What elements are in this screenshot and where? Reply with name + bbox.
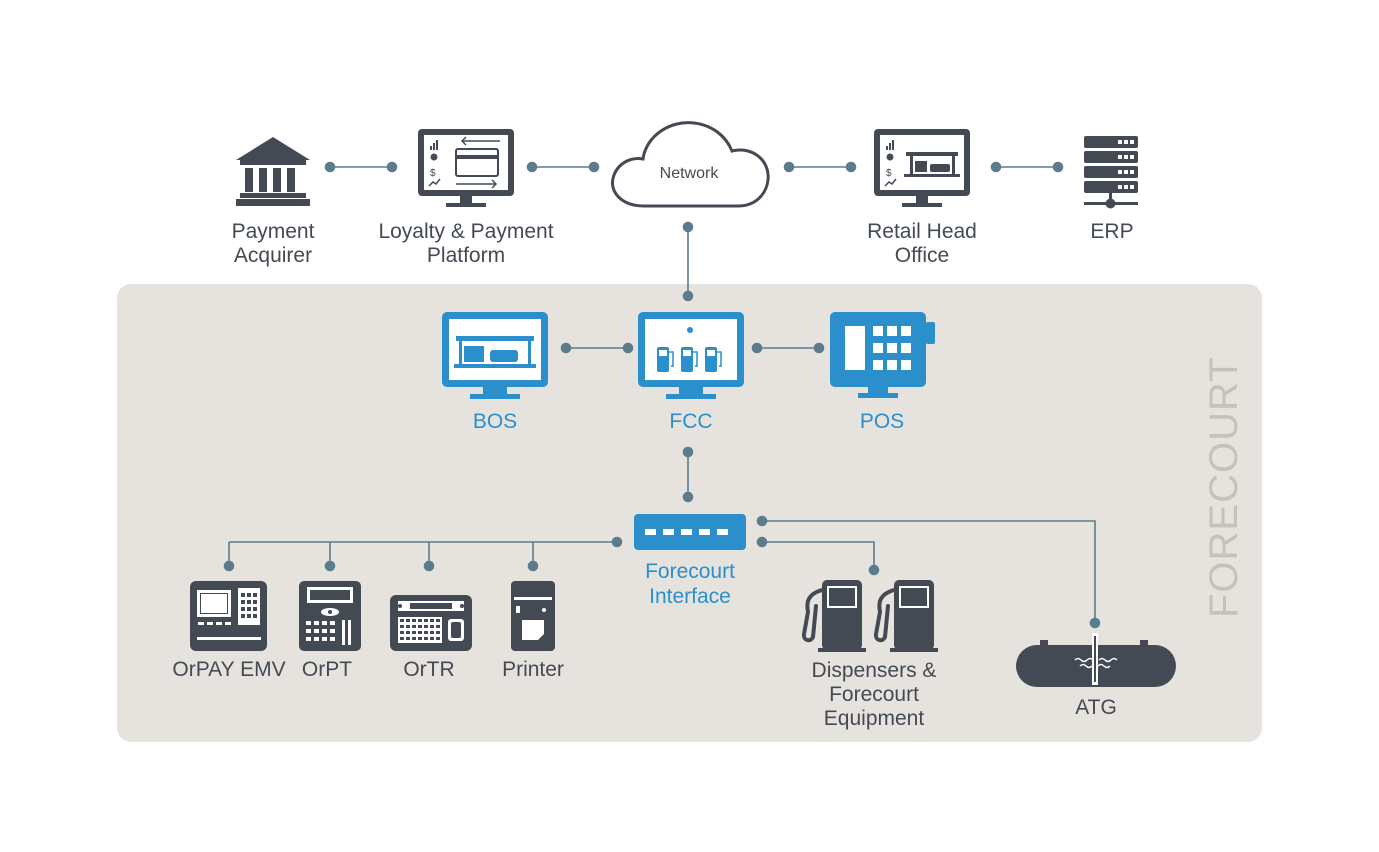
network-label: Network bbox=[660, 165, 720, 182]
payment-acquirer-label-1: Payment bbox=[232, 220, 315, 243]
dispensers-label-2: Forecourt bbox=[829, 683, 919, 706]
server-icon bbox=[1084, 136, 1138, 209]
cloud-icon bbox=[611, 121, 770, 208]
forecourt-interface-label-2: Interface bbox=[649, 585, 731, 608]
dispensers-label-1: Dispensers & bbox=[812, 659, 937, 682]
head-office-monitor-icon: $ bbox=[874, 129, 970, 207]
pin-terminal-icon bbox=[299, 581, 361, 651]
loyalty-platform-label-1: Loyalty & Payment bbox=[378, 220, 553, 243]
connectors bbox=[223, 161, 1101, 629]
fuel-pump-icon bbox=[657, 347, 722, 372]
dispensers-label-3: Equipment bbox=[824, 707, 925, 730]
forecourt-zone-label: FORECOURT bbox=[1202, 356, 1246, 618]
printer-icon bbox=[511, 581, 555, 651]
svg-text:$: $ bbox=[430, 168, 436, 179]
loyalty-monitor-icon: $ bbox=[418, 129, 514, 207]
fcc-label: FCC bbox=[669, 410, 712, 433]
loyalty-platform-label-2: Platform bbox=[427, 244, 505, 267]
printer-label: Printer bbox=[502, 658, 564, 681]
tank-icon bbox=[1016, 633, 1176, 687]
terminal-reader-icon bbox=[390, 595, 472, 651]
svg-text:$: $ bbox=[886, 168, 892, 179]
ortr-label: OrTR bbox=[403, 658, 454, 681]
forecourt-interface-label-1: Forecourt bbox=[645, 560, 735, 583]
head-office-label-1: Retail Head bbox=[867, 220, 977, 243]
pos-label: POS bbox=[860, 410, 904, 433]
orpay-emv-label: OrPAY EMV bbox=[172, 658, 285, 681]
dispensers-icon bbox=[801, 580, 938, 652]
payment-terminal-icon bbox=[190, 581, 267, 651]
network-switch-icon bbox=[634, 514, 746, 550]
bos-label: BOS bbox=[473, 410, 517, 433]
atg-label: ATG bbox=[1075, 696, 1117, 719]
bos-monitor-icon bbox=[442, 312, 548, 399]
orpt-label: OrPT bbox=[302, 658, 352, 681]
payment-acquirer-label-2: Acquirer bbox=[234, 244, 312, 267]
pos-terminal-icon bbox=[830, 312, 935, 398]
erp-label: ERP bbox=[1090, 220, 1133, 243]
fcc-monitor-icon bbox=[638, 312, 744, 399]
head-office-label-2: Office bbox=[895, 244, 949, 267]
bank-icon bbox=[236, 137, 310, 206]
